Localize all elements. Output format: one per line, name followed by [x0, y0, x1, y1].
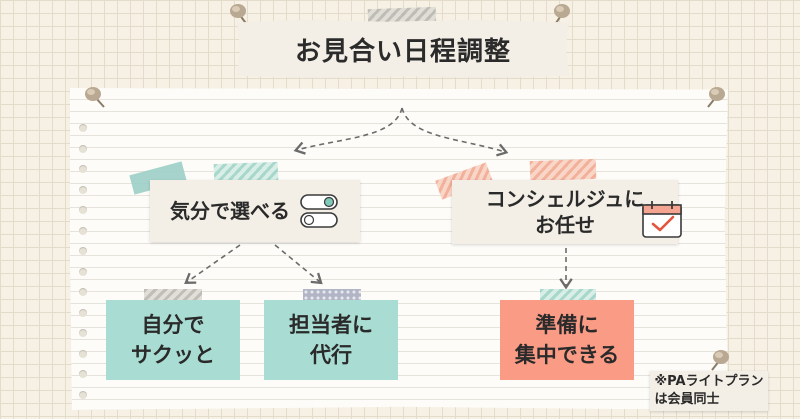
branch-card-concierge: コンシェルジュに お任せ [452, 180, 678, 244]
branch-card-choose: 気分で選べる [150, 180, 360, 242]
binder-hole [79, 308, 87, 317]
leaf-box-focus: 準備に 集中できる [500, 300, 634, 380]
binder-hole [79, 206, 87, 214]
calendar-check-icon [642, 201, 682, 238]
binder-hole [79, 144, 87, 153]
binder-hole [79, 288, 87, 296]
pushpin-icon [711, 350, 729, 371]
binder-hole [79, 226, 87, 235]
binder-hole [79, 247, 87, 255]
leaf-box-self: 自分で サクッと [106, 300, 240, 380]
toggle-switches-icon [300, 194, 338, 228]
title-card: お見合い日程調整 [237, 20, 569, 78]
binder-hole [79, 124, 87, 132]
pushpin-icon [230, 4, 249, 27]
leaf-label: 担当者に 代行 [289, 312, 373, 367]
leaf-label: 準備に 集中できる [514, 312, 620, 367]
binder-hole [79, 370, 87, 378]
binder-hole [79, 185, 87, 194]
leaf-box-agent: 担当者に 代行 [264, 300, 398, 380]
binder-hole [79, 349, 87, 358]
washi-tape [529, 158, 597, 182]
binder-hole [79, 165, 87, 173]
plan-footnote: ※PAライトプラン は会員同士 [650, 371, 768, 411]
binder-hole [79, 329, 87, 337]
connector-to-agent [274, 244, 323, 285]
connector-to-self [184, 244, 241, 285]
connector-to-concierge [401, 107, 509, 157]
branch-label: コンシェルジュに お任せ [485, 187, 645, 237]
leaf-label: 自分で サクッと [131, 312, 215, 367]
binder-hole [79, 267, 87, 276]
pushpin-icon [85, 87, 105, 108]
binder-hole [79, 390, 87, 399]
pushpin-icon [707, 87, 725, 108]
branch-label: 気分で選べる [170, 199, 290, 223]
page-title: お見合い日程調整 [294, 36, 511, 67]
connector-to-choose [293, 107, 403, 155]
